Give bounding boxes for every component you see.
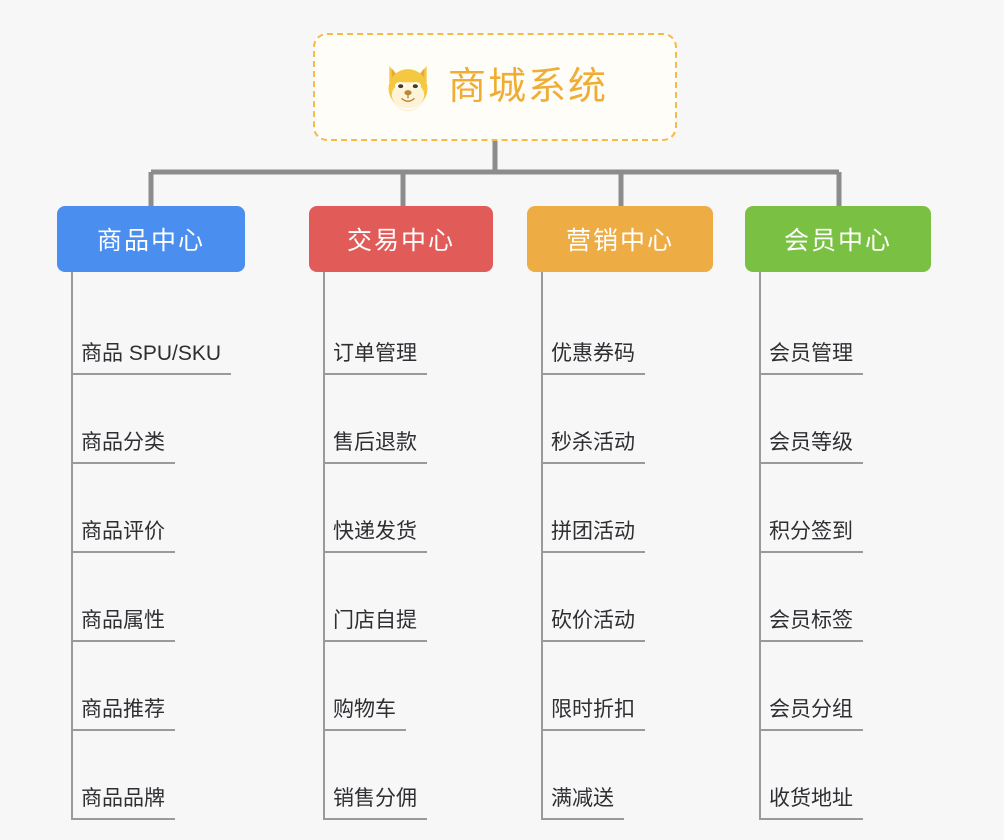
leaf-item-label: 会员管理 (759, 342, 863, 375)
leaf-item[interactable]: 砍价活动 (527, 553, 713, 642)
leaf-item-label: 商品评价 (71, 520, 175, 553)
leaf-item-label: 商品属性 (71, 609, 175, 642)
leaf-item-label: 门店自提 (323, 609, 427, 642)
leaf-item[interactable]: 拼团活动 (527, 464, 713, 553)
leaf-item[interactable]: 会员管理 (745, 286, 931, 375)
leaf-item-label: 满减送 (541, 787, 624, 820)
category-box-product-center[interactable]: 商品中心 (57, 206, 245, 272)
leaf-item[interactable]: 商品分类 (57, 375, 245, 464)
leaf-item[interactable]: 订单管理 (309, 286, 493, 375)
leaf-item[interactable]: 商品推荐 (57, 642, 245, 731)
leaf-item[interactable]: 商品 SPU/SKU (57, 286, 245, 375)
leaf-spine (323, 272, 325, 820)
leaf-item[interactable]: 限时折扣 (527, 642, 713, 731)
category-box-trade-center[interactable]: 交易中心 (309, 206, 493, 272)
leaf-item[interactable]: 积分签到 (745, 464, 931, 553)
leaf-spine (71, 272, 73, 820)
leaf-item[interactable]: 会员分组 (745, 642, 931, 731)
leaf-item-label: 砍价活动 (541, 609, 645, 642)
leaf-spine (541, 272, 543, 820)
leaf-item[interactable]: 销售分佣 (309, 731, 493, 820)
leaf-item[interactable]: 满减送 (527, 731, 713, 820)
leaf-item[interactable]: 收货地址 (745, 731, 931, 820)
leaf-item-label: 拼团活动 (541, 520, 645, 553)
leaf-item-label: 积分签到 (759, 520, 863, 553)
category-box-marketing-center[interactable]: 营销中心 (527, 206, 713, 272)
root-title: 商城系统 (447, 66, 608, 108)
leaf-item-label: 商品 SPU/SKU (71, 342, 232, 375)
leaf-item-label: 收货地址 (759, 787, 863, 820)
leaf-item[interactable]: 门店自提 (309, 553, 493, 642)
root-node[interactable]: 商城系统 (313, 33, 677, 141)
leaf-item-label: 会员标签 (759, 609, 863, 642)
category-column-product-center: 商品中心商品 SPU/SKU 商品分类商品评价商品属性商品推荐商品品牌 (57, 206, 245, 820)
leaf-item-label: 会员分组 (759, 698, 863, 731)
leaf-list-marketing-center: 优惠券码秒杀活动拼团活动砍价活动限时折扣满减送 (527, 272, 713, 820)
leaf-item[interactable]: 商品评价 (57, 464, 245, 553)
category-column-member-center: 会员中心会员管理会员等级积分签到会员标签会员分组收货地址 (745, 206, 931, 820)
leaf-item[interactable]: 售后退款 (309, 375, 493, 464)
leaf-item-label: 购物车 (323, 698, 406, 731)
leaf-item[interactable]: 秒杀活动 (527, 375, 713, 464)
leaf-item[interactable]: 会员标签 (745, 553, 931, 642)
category-column-trade-center: 交易中心订单管理售后退款快递发货门店自提购物车销售分佣 (309, 206, 493, 820)
leaf-item-label: 商品分类 (71, 431, 175, 464)
leaf-item-label: 订单管理 (323, 342, 427, 375)
leaf-item[interactable]: 优惠券码 (527, 286, 713, 375)
leaf-item-label: 商品品牌 (71, 787, 175, 820)
category-label: 商品中心 (96, 227, 205, 255)
leaf-item-label: 限时折扣 (541, 698, 645, 731)
leaf-list-trade-center: 订单管理售后退款快递发货门店自提购物车销售分佣 (309, 272, 493, 820)
leaf-item[interactable]: 购物车 (309, 642, 493, 731)
leaf-item-label: 优惠券码 (541, 342, 645, 375)
leaf-list-member-center: 会员管理会员等级积分签到会员标签会员分组收货地址 (745, 272, 931, 820)
dog-face-icon (388, 65, 428, 112)
leaf-spine (759, 272, 761, 820)
leaf-item-label: 商品推荐 (71, 698, 175, 731)
leaf-item[interactable]: 快递发货 (309, 464, 493, 553)
leaf-item[interactable]: 会员等级 (745, 375, 931, 464)
leaf-item-label: 快递发货 (323, 520, 427, 553)
leaf-item-label: 秒杀活动 (541, 431, 645, 464)
leaf-item-label: 会员等级 (759, 431, 863, 464)
category-label: 交易中心 (346, 227, 455, 255)
category-column-marketing-center: 营销中心优惠券码秒杀活动拼团活动砍价活动限时折扣满减送 (527, 206, 713, 820)
leaf-item[interactable]: 商品品牌 (57, 731, 245, 820)
leaf-item-label: 售后退款 (323, 431, 427, 464)
leaf-item[interactable]: 商品属性 (57, 553, 245, 642)
leaf-list-product-center: 商品 SPU/SKU 商品分类商品评价商品属性商品推荐商品品牌 (57, 272, 245, 820)
leaf-item-label: 销售分佣 (323, 787, 427, 820)
category-box-member-center[interactable]: 会员中心 (745, 206, 931, 272)
category-label: 会员中心 (783, 227, 892, 255)
category-label: 营销中心 (565, 227, 674, 255)
